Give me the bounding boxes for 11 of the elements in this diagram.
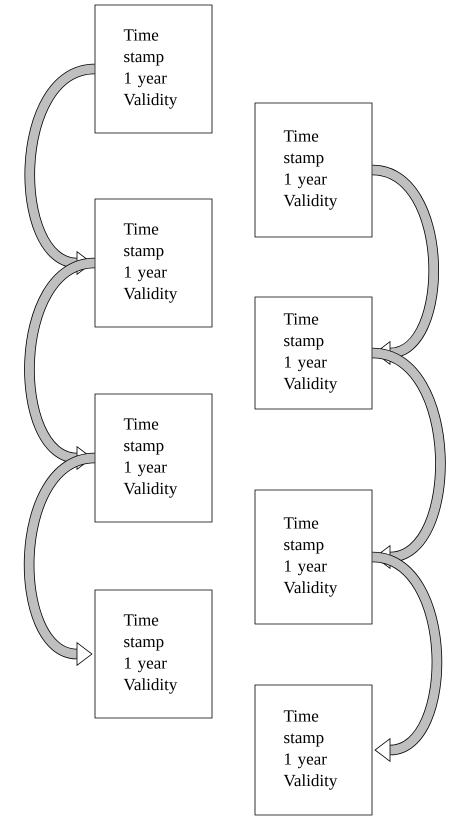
curved-arrow	[371, 164, 439, 366]
text-box: Time stamp 1 year Validity	[94, 394, 212, 522]
text-box: Time stamp 1 year Validity	[94, 198, 212, 328]
text-box: Time stamp 1 year Validity	[254, 102, 372, 238]
text-box: Time stamp 1 year Validity	[254, 296, 372, 410]
text-box: Time stamp 1 year Validity	[94, 4, 212, 134]
text-box: Time stamp 1 year Validity	[254, 684, 372, 816]
text-box: Time stamp 1 year Validity	[94, 590, 212, 718]
curved-arrow	[371, 348, 446, 570]
text-box: Time stamp 1 year Validity	[254, 490, 372, 624]
curved-arrow	[371, 552, 442, 762]
